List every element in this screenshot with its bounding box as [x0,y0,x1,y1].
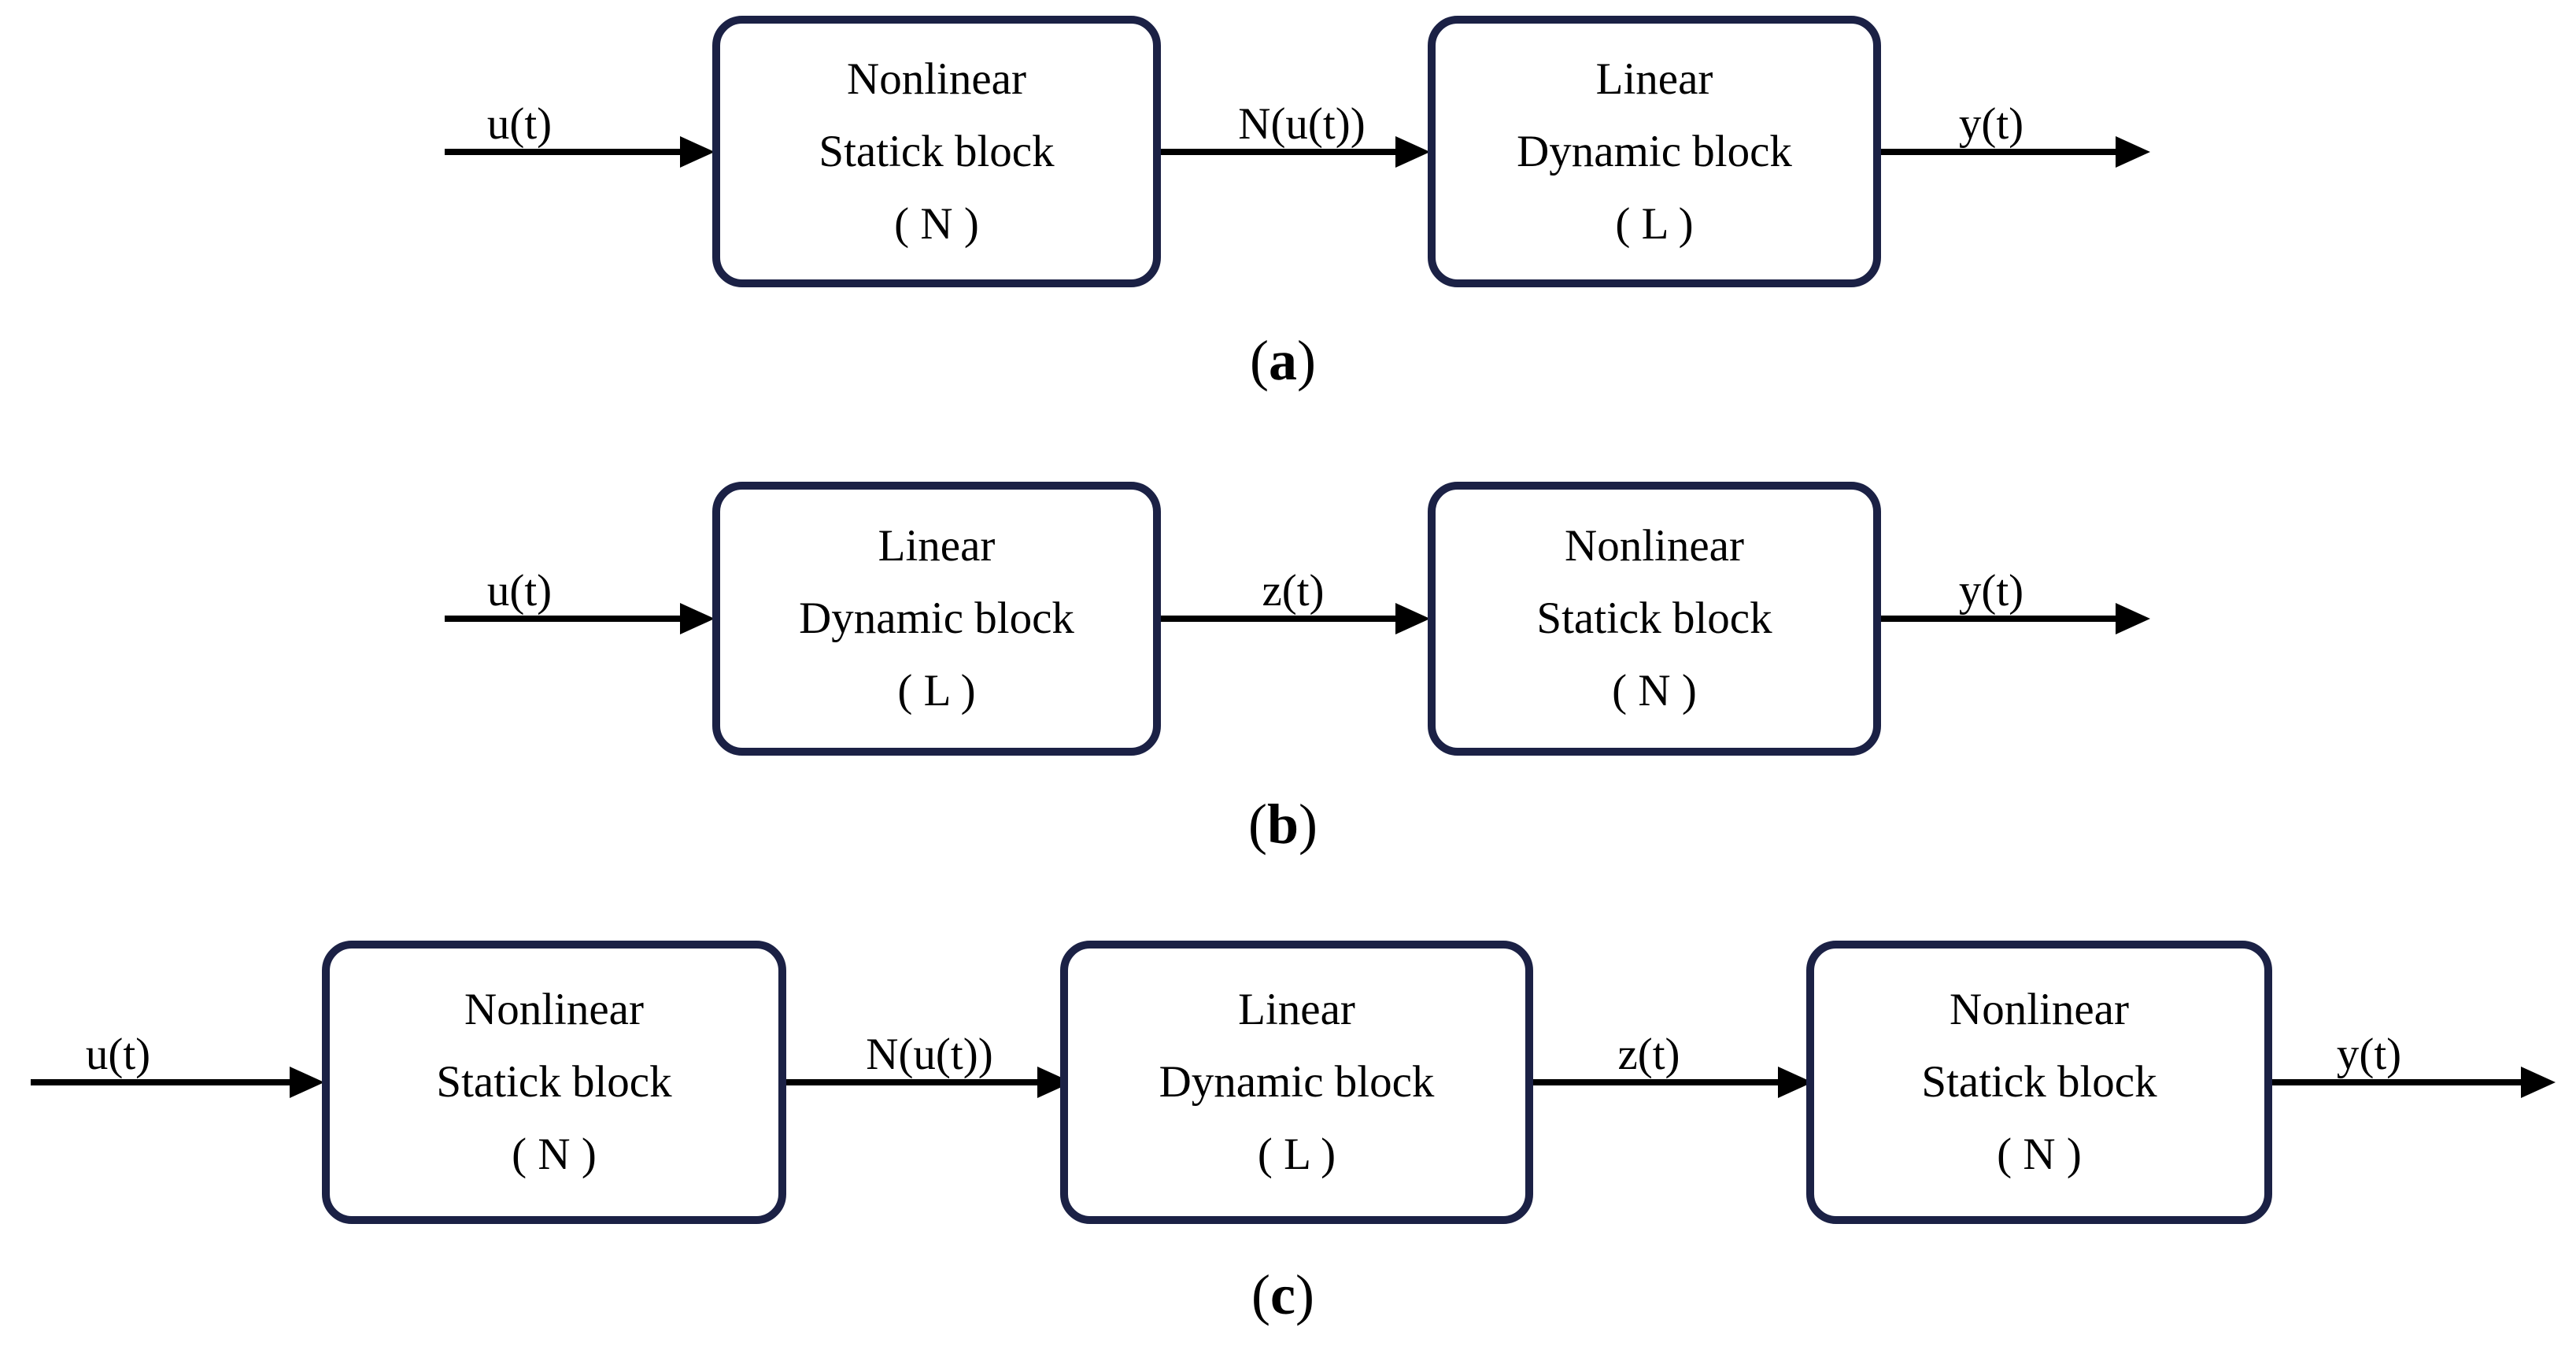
caption-paren-close: ) [1297,329,1316,392]
block-linear-dynamic: Linear Dynamic block ( L ) [1060,941,1533,1224]
block-nonlinear-static: Nonlinear Statick block ( N ) [1806,941,2272,1224]
caption-paren-close: ) [1299,793,1318,856]
block-text-line: ( L ) [897,666,976,716]
block-text-line: ( N ) [894,198,979,249]
block-text-line: ( L ) [1615,198,1694,249]
block-text-line: Nonlinear [847,54,1026,104]
arrowhead-icon [1395,136,1430,168]
caption-paren-open: ( [1251,1263,1271,1326]
input-signal-line [445,149,682,155]
caption-c: (c) [1188,1260,1377,1329]
output-signal-label: y(t) [2336,1030,2402,1079]
input-signal-label: u(t) [486,99,553,149]
block-text-line: Dynamic block [799,593,1074,643]
block-text-line: ( N ) [512,1130,597,1179]
output-signal-label: y(t) [1958,99,2024,149]
output-signal-label: y(t) [1958,566,2024,616]
block-text-line: Statick block [1921,1057,2157,1107]
block-text-line: Dynamic block [1517,126,1792,176]
caption-a: (a) [1188,326,1377,395]
block-text-line: Nonlinear [464,985,644,1034]
arrowhead-icon [680,603,715,634]
output-signal-line [1881,616,2117,622]
caption-b: (b) [1188,789,1377,859]
intermediate-signal-line [1161,149,1397,155]
intermediate-signal-line-2 [1533,1079,1780,1085]
input-signal-line [31,1079,291,1085]
intermediate-signal-label: N(u(t)) [1238,99,1366,149]
block-text-line: Statick block [436,1057,672,1107]
block-text-line: Statick block [1536,593,1772,643]
input-signal-line [445,616,682,622]
block-nonlinear-static: Nonlinear Statick block ( N ) [1428,482,1881,756]
block-text-line: Linear [1238,985,1355,1034]
arrowhead-icon [680,136,715,168]
caption-paren-open: ( [1247,793,1267,856]
arrowhead-icon [2116,603,2150,634]
block-linear-dynamic: Linear Dynamic block ( L ) [1428,16,1881,287]
block-text-line: Statick block [819,126,1055,176]
block-text-line: ( N ) [1997,1130,2082,1179]
arrowhead-icon [2521,1067,2556,1098]
caption-letter: a [1269,329,1297,392]
caption-letter: b [1266,793,1299,856]
block-text-line: Nonlinear [1565,521,1744,571]
output-signal-line [2272,1079,2522,1085]
block-nonlinear-static: Nonlinear Statick block ( N ) [712,16,1161,287]
arrowhead-icon [1395,603,1430,634]
block-text-line: Dynamic block [1159,1057,1435,1107]
intermediate-signal-label: z(t) [1262,566,1325,616]
caption-letter: c [1270,1263,1295,1326]
caption-paren-close: ) [1295,1263,1314,1326]
block-text-line: Linear [878,521,996,571]
block-text-line: ( L ) [1257,1130,1336,1179]
intermediate-signal-label-2: z(t) [1617,1030,1680,1079]
arrowhead-icon [2116,136,2150,168]
intermediate-signal-label-1: N(u(t)) [866,1030,993,1079]
input-signal-label: u(t) [486,566,553,616]
block-text-line: Nonlinear [1950,985,2129,1034]
block-nonlinear-static: Nonlinear Statick block ( N ) [322,941,786,1224]
block-text-line: ( N ) [1612,666,1697,716]
caption-paren-open: ( [1250,329,1269,392]
block-linear-dynamic: Linear Dynamic block ( L ) [712,482,1161,756]
arrowhead-icon [290,1067,324,1098]
block-text-line: Linear [1595,54,1713,104]
intermediate-signal-line [1161,616,1397,622]
intermediate-signal-line-1 [786,1079,1039,1085]
output-signal-line [1881,149,2117,155]
input-signal-label: u(t) [85,1030,151,1079]
